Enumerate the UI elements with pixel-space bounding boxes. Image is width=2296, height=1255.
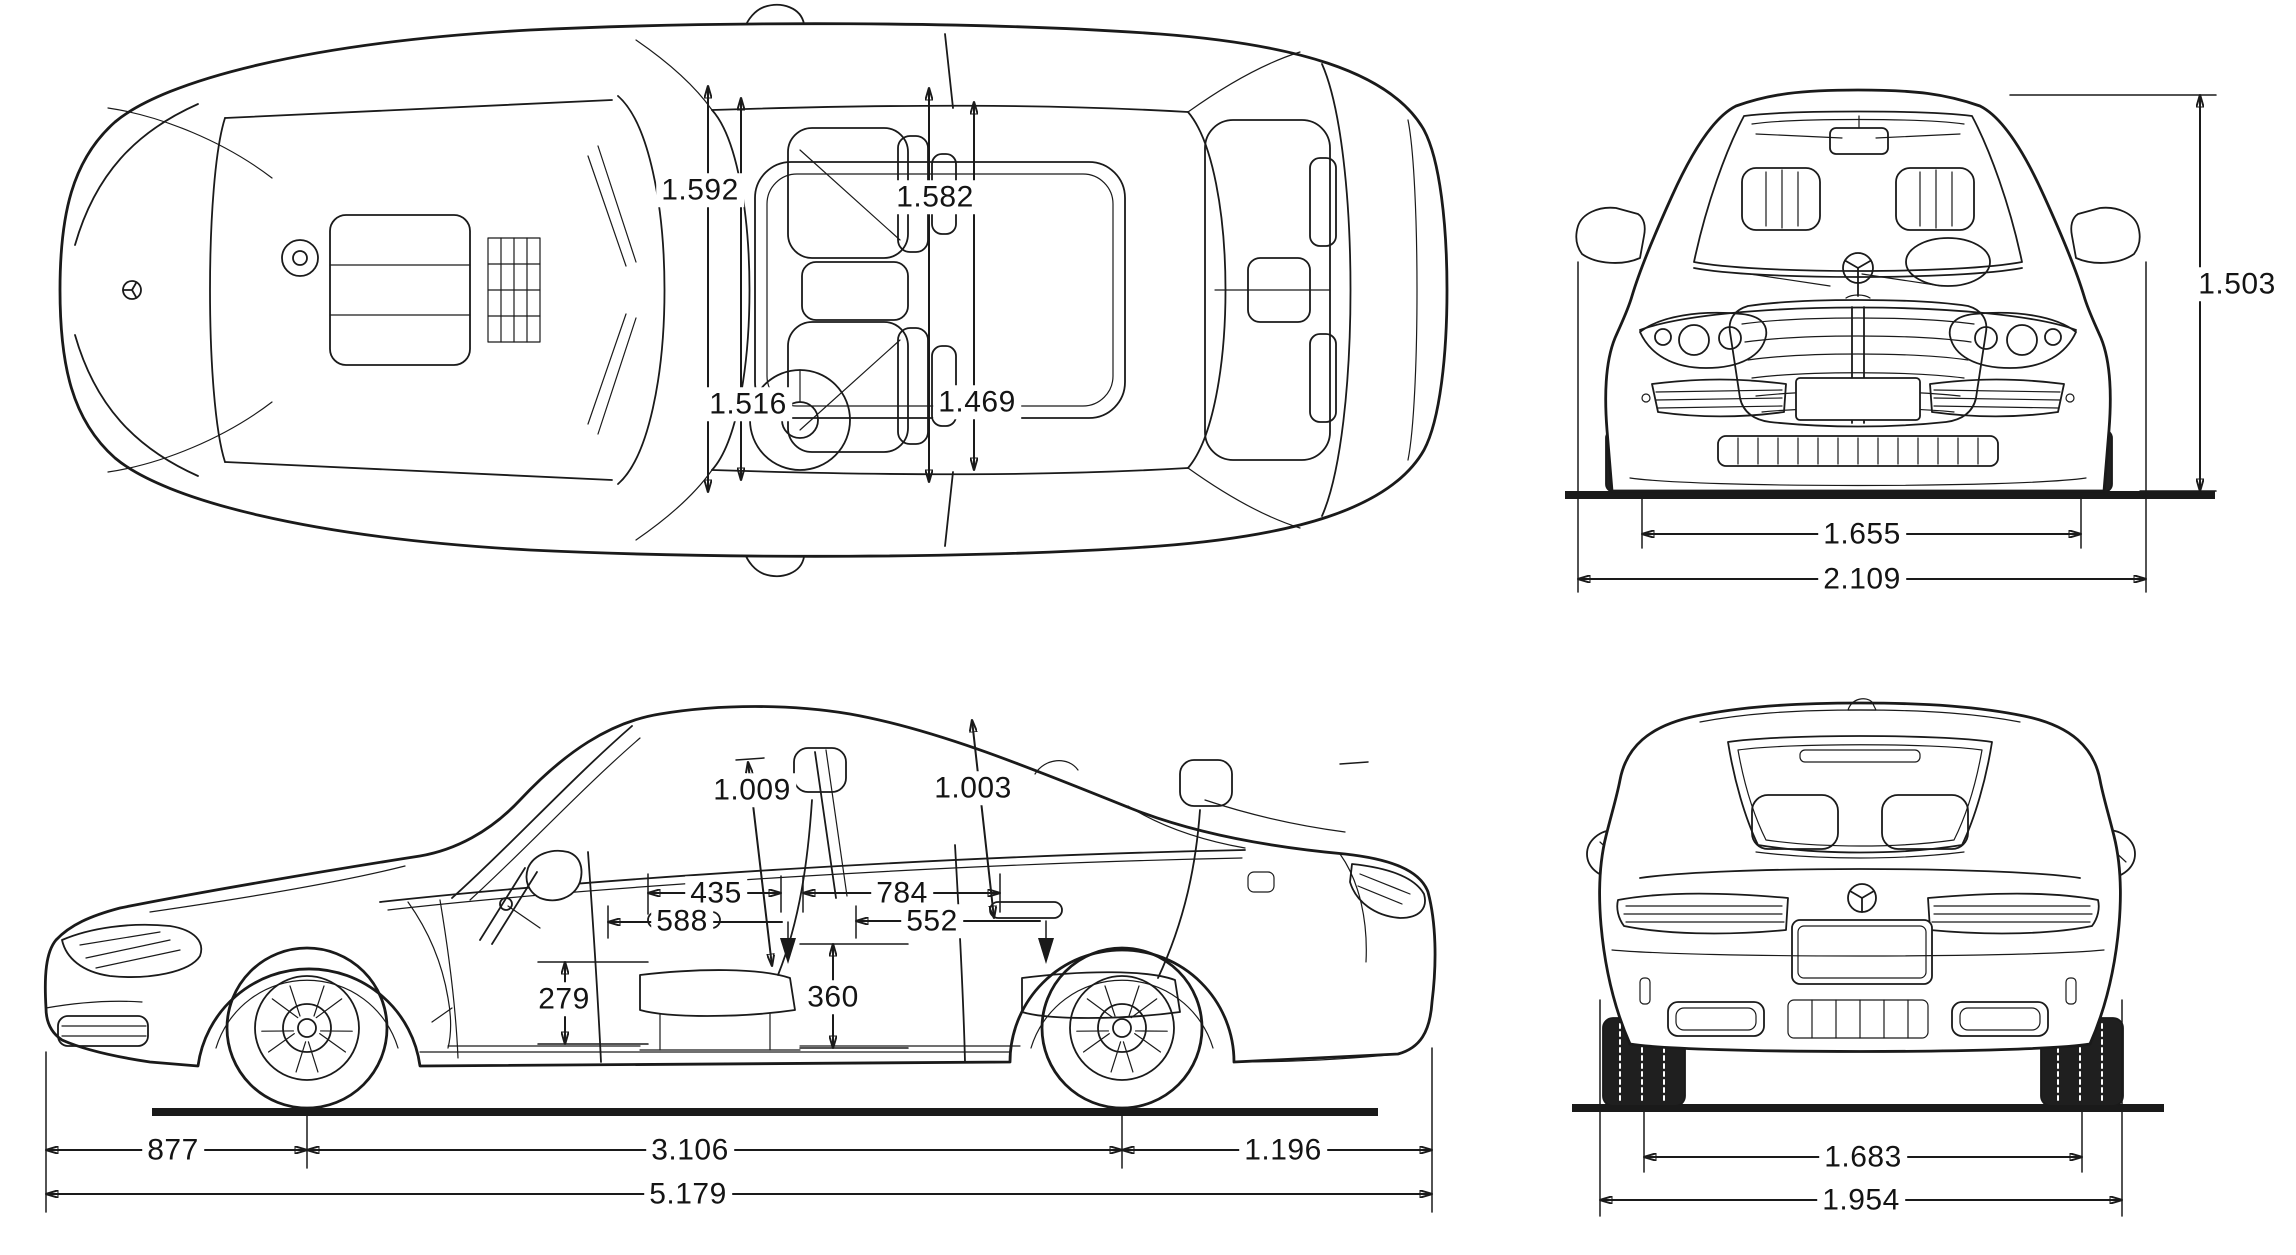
headrest xyxy=(1741,167,1821,231)
headlight xyxy=(61,923,203,978)
brake-light xyxy=(1799,749,1921,763)
front-view xyxy=(1565,88,2217,593)
rear-dim-body-width: 1.954 xyxy=(1817,1183,1905,1217)
taillight xyxy=(1616,892,1789,935)
b-pillar xyxy=(814,751,837,899)
front-view-dimension-lines xyxy=(1577,94,2217,593)
side-dim-front-overhang: 877 xyxy=(142,1133,204,1167)
top-dim-cabin-width-front-lower: 1.516 xyxy=(704,387,792,421)
interior-rear-seat xyxy=(1021,759,1346,1019)
side-dim-wheelbase: 3.106 xyxy=(646,1133,734,1167)
reflector xyxy=(2065,977,2077,1005)
front-arch xyxy=(215,979,399,1049)
side-dim-rear-headroom: 1.003 xyxy=(929,771,1017,805)
antenna-fin-icon xyxy=(1847,698,1877,711)
front-seat xyxy=(787,321,909,453)
hood-seam xyxy=(149,865,406,913)
headrest xyxy=(1309,157,1337,247)
bumper-intake xyxy=(1651,378,1787,418)
fuel-cap xyxy=(1247,871,1275,893)
license-plate xyxy=(1795,377,1921,421)
car-body-rear xyxy=(1598,701,2122,1053)
windshield xyxy=(1693,110,2023,272)
a-pillar xyxy=(451,725,633,899)
engine-block xyxy=(329,214,471,366)
mercedes-star-icon xyxy=(1847,883,1877,913)
headrest xyxy=(1309,333,1337,423)
mercedes-star-icon xyxy=(122,280,142,300)
side-dim-552: 552 xyxy=(901,904,963,938)
pedal xyxy=(431,1007,453,1023)
bumper-intake xyxy=(1929,378,2065,418)
reflector xyxy=(1639,977,1651,1005)
dim-line-rear-headroom xyxy=(972,719,994,919)
windshield-base xyxy=(617,95,666,485)
rear-view xyxy=(1572,698,2164,1217)
door-mirror-icon xyxy=(525,849,583,902)
rear-glass-edge xyxy=(1127,805,1246,849)
lower-grille xyxy=(1717,435,1999,467)
steering-wheel xyxy=(1905,237,1991,287)
ground-line xyxy=(1565,491,2215,499)
seat-ref-arrow xyxy=(1038,938,1054,964)
front-wheel xyxy=(225,946,389,1110)
ground-line xyxy=(152,1108,1378,1116)
trunk-seam xyxy=(1321,63,1352,517)
headlight xyxy=(1639,311,1768,369)
interior-steering-wheel xyxy=(479,867,541,945)
top-dim-cabin-width-rear-upper: 1.582 xyxy=(891,180,979,214)
headrest xyxy=(793,747,847,793)
rear-dim-track-width: 1.683 xyxy=(1819,1140,1907,1174)
headrest xyxy=(1751,794,1839,850)
car-body-top xyxy=(58,22,1449,558)
taillight xyxy=(1349,863,1426,919)
diffuser xyxy=(1787,999,1929,1039)
top-view xyxy=(58,3,1449,578)
parcel-shelf xyxy=(1755,851,1965,859)
side-dim-rear-overhang: 1.196 xyxy=(1239,1133,1327,1167)
front-intake xyxy=(57,1015,149,1047)
center-console xyxy=(801,261,909,321)
bumper-seam xyxy=(1611,949,2105,957)
front-dim-track-width: 1.655 xyxy=(1818,517,1906,551)
rear-wheel xyxy=(1040,946,1204,1110)
roof-edges xyxy=(711,104,1189,476)
door-mirror-icon xyxy=(2070,206,2141,264)
interior-front-seat xyxy=(639,747,847,1051)
license-plate xyxy=(1791,919,1933,985)
trunk-seam xyxy=(1339,853,1367,963)
side-dim-435: 435 xyxy=(685,876,747,910)
side-dim-front-seat-height: 279 xyxy=(533,982,595,1016)
rear-door-seam xyxy=(954,844,966,1063)
top-dim-cabin-width-front-upper: 1.592 xyxy=(656,173,744,207)
b-pillar xyxy=(944,33,954,109)
headrest xyxy=(1179,759,1233,807)
mercedes-star-icon xyxy=(1842,252,1874,299)
beltline xyxy=(379,849,1246,903)
front-door-seam xyxy=(587,851,602,1063)
trunk-edge xyxy=(1639,868,2081,879)
rear-window xyxy=(1727,735,1993,859)
dashboard xyxy=(407,901,452,1049)
front-dim-overall-height: 1.503 xyxy=(2193,267,2281,301)
side-dim-overall-length: 5.179 xyxy=(644,1177,732,1211)
side-dim-784: 784 xyxy=(871,876,933,910)
exhaust-tips xyxy=(1667,1001,2049,1037)
ground-line xyxy=(1572,1104,2164,1112)
windshield-top xyxy=(711,109,751,471)
front-dim-overall-width: 2.109 xyxy=(1818,562,1906,596)
antenna-fin-icon xyxy=(1034,760,1079,775)
top-dim-cabin-width-rear-lower: 1.469 xyxy=(933,385,1021,419)
side-dim-front-headroom: 1.009 xyxy=(708,773,796,807)
door-mirror-icon xyxy=(1575,206,1646,264)
taillight xyxy=(1927,892,2100,935)
seat-ref-arrow xyxy=(780,938,796,964)
headlight xyxy=(1948,311,2077,369)
side-dim-588: 588 xyxy=(651,904,713,938)
side-dim-rear-seat-height: 360 xyxy=(802,980,864,1014)
headrest xyxy=(1895,167,1975,231)
headrest xyxy=(1881,794,1969,850)
